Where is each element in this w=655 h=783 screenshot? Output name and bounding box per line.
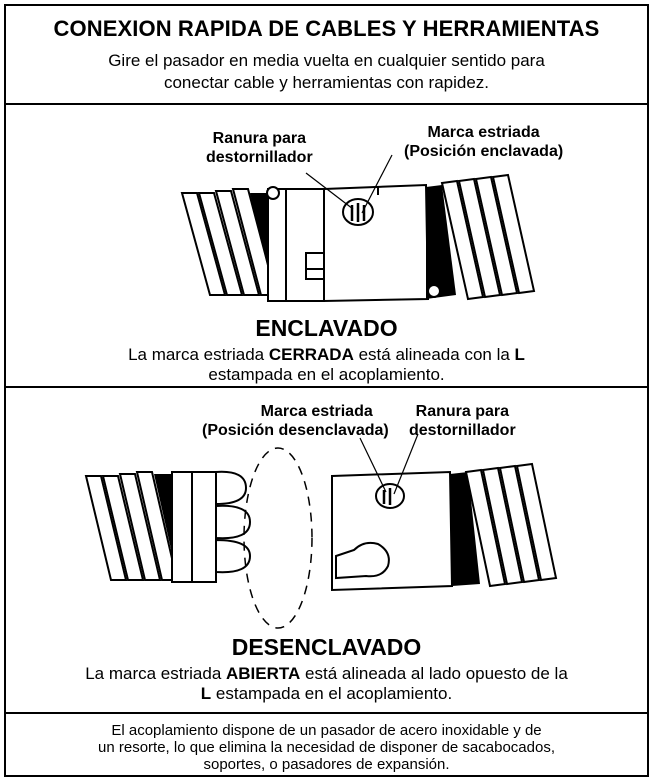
unlocked-right-coupling	[331, 470, 454, 592]
unlocked-description-line-2: L estampada en el acoplamiento.	[200, 684, 453, 703]
unlocked-right-spring	[464, 462, 558, 588]
locked-state-title: ENCLAVADO	[255, 315, 398, 341]
locked-mark-label: Marca estriada (Posición enclavada)	[404, 124, 564, 160]
locked-right-shadow	[426, 185, 456, 299]
subtitle-line-1: Gire el pasador en media vuelta en cualq…	[108, 51, 545, 70]
locked-description: La marca estriada CERRADA está alineada …	[6, 345, 647, 385]
unlocked-left-coupling	[171, 470, 252, 583]
unlocked-slot-label: Ranura para destornillador	[409, 403, 516, 439]
locked-slot-label: Ranura para destornillador	[206, 130, 313, 166]
unlocked-coupling-illustration	[84, 433, 558, 629]
locked-section: Ranura para destornillador Marca estriad…	[6, 105, 647, 388]
page-subtitle: Gire el pasador en media vuelta en cualq…	[6, 50, 647, 94]
unlocked-left-spring	[84, 471, 179, 581]
unlocked-separation-outline	[243, 447, 313, 629]
unlocked-section: Marca estriada (Posición desenclavada) R…	[6, 388, 647, 714]
locked-description-line-1: La marca estriada CERRADA está alineada …	[128, 345, 525, 364]
unlocked-mark-label: Marca estriada (Posición desenclavada)	[202, 403, 389, 439]
subtitle-line-2: conectar cable y herramientas con rapide…	[163, 73, 490, 92]
locked-leader-lines	[305, 154, 393, 214]
header-section: CONEXION RAPIDA DE CABLES Y HERRAMIENTAS…	[6, 6, 647, 105]
footer-note: El acoplamiento dispone de un pasador de…	[98, 722, 555, 773]
locked-right-coupling	[323, 183, 430, 303]
footer-section: El acoplamiento dispone de un pasador de…	[6, 714, 647, 775]
locked-right-spring	[440, 173, 536, 301]
locked-coupling-illustration	[180, 154, 536, 303]
unlocked-description-line-1: La marca estriada ABIERTA está alineada …	[85, 664, 568, 683]
page-title: CONEXION RAPIDA DE CABLES Y HERRAMIENTAS	[53, 16, 600, 41]
locked-left-coupling	[267, 188, 363, 302]
instruction-panel: CONEXION RAPIDA DE CABLES Y HERRAMIENTAS…	[4, 4, 649, 777]
unlocked-leader-lines	[359, 433, 419, 495]
unlocked-state-title: DESENCLAVADO	[231, 634, 422, 660]
locked-left-spring	[180, 188, 278, 296]
locked-description-line-2: estampada en el acoplamiento.	[208, 365, 445, 384]
unlocked-right-shadow	[450, 472, 480, 586]
unlocked-description: La marca estriada ABIERTA está alineada …	[6, 664, 647, 704]
